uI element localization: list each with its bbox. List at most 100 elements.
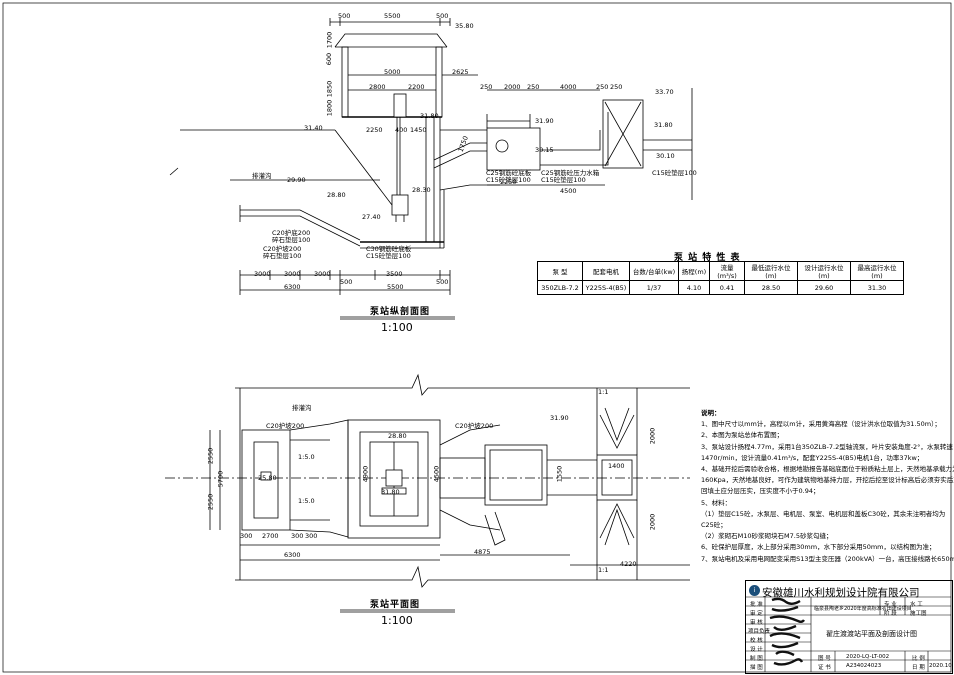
design-notes: 说明： 1、图中尺寸以mm计，高程以m计，采用黄海高程（设计洪水位取值为31.5…	[701, 408, 954, 565]
house-dim-8: 4000	[560, 83, 577, 91]
plan-dim-bottom-5: 6300	[284, 551, 301, 559]
char-header: 泵 型	[537, 261, 583, 281]
note-line: 5、材料：	[701, 498, 732, 507]
plan-dim-mid-3: 1400	[608, 462, 625, 470]
char-header: 配套电机	[582, 261, 630, 281]
elev-6: 31.90	[535, 117, 554, 125]
label-c15-4: C15砼垫层100	[652, 169, 697, 177]
house-dim-10: 250	[610, 83, 623, 91]
drawing-no-label: 图 号	[818, 656, 831, 662]
elev-1: 31.40	[304, 124, 323, 132]
plan-elev-3: 28.80	[388, 432, 407, 440]
field-stage-value: 施工图	[910, 611, 927, 617]
plan-dim-left-2: 2550	[206, 493, 215, 511]
left-dim-2: 600	[325, 52, 334, 66]
house-dim-9: 250	[596, 83, 609, 91]
mid-dim-1: 2250	[366, 126, 383, 134]
label-c15-1: C15砼垫层100	[366, 252, 411, 260]
date-label: 日 期	[912, 665, 925, 671]
house-dim-3: 2800	[369, 83, 386, 91]
elev-5: 31.80	[420, 112, 439, 120]
section-title: 泵站纵剖面图	[370, 307, 431, 317]
label-gravel-1: 碎石垫层100	[272, 236, 311, 244]
house-dim-6: 2000	[504, 83, 521, 91]
mid-dim-4: 2250	[500, 178, 517, 186]
drawing-no: 2020-LQ-LT-002	[846, 654, 890, 660]
house-dim-5: 250	[480, 83, 493, 91]
plan-title: 泵站平面图	[370, 600, 421, 610]
house-dim-2: 2625	[452, 68, 469, 76]
label-c15-2: C15砼垫层100	[541, 176, 586, 184]
note-line: 6、砼保护层厚度，水上部分采用30mm，水下部分采用50mm，以结构图为准；	[701, 543, 936, 552]
house-dim-1: 5000	[384, 68, 401, 76]
role-examine: 审 定	[750, 611, 763, 617]
plan-dim-left-3: 5700	[216, 470, 225, 488]
char-cell: Y225S-4(B5)	[582, 280, 630, 295]
elev-11: 28.30	[412, 186, 431, 194]
char-table: 泵 型 配套电机 台数/台单(kw) 扬程(m) 流量(m³/s) 最低运行水位…	[537, 261, 904, 295]
role-design: 设 计	[750, 647, 763, 653]
char-cell: 28.50	[744, 280, 798, 295]
elev-top: 35.80	[455, 22, 474, 30]
bottom-dim-7: 6300	[284, 283, 301, 291]
role-approve: 批 准	[750, 602, 763, 608]
title-block: i 安徽雄川水利规划设计院有限公司 批 准 审 定 审 核 项目负责 校 核 设…	[745, 580, 953, 674]
cert-label: 证 书	[818, 665, 831, 671]
char-header: 最低运行水位(m)	[744, 261, 798, 281]
field-discipline-value: 水 工	[910, 602, 923, 608]
char-cell: 0.41	[709, 280, 745, 295]
signature-strokes	[769, 597, 805, 666]
project-name: 临泉县陶老乡2020年度高标准农田建设项目	[814, 606, 912, 612]
note-line: 4、基础开挖后需验收合格，根据地勘报告基础底面位于粉质粘土层上，天然地基承载力为	[701, 465, 954, 474]
note-line: 160Kpa，天然地基良好，可作为建筑物地基持力层，开挖后挖至设计标高后必须夯实…	[701, 476, 954, 485]
company-logo-icon: i	[749, 585, 760, 596]
left-dim-4: 1800	[325, 99, 334, 117]
char-header: 台数/台单(kw)	[629, 261, 679, 281]
plan-dim-mid-2: 4500	[432, 465, 441, 483]
plan-dim-bottom-6: 4875	[474, 548, 491, 556]
char-cell: 31.30	[850, 280, 904, 295]
plan-label-ditch: 排灌沟	[292, 404, 312, 412]
plan-slope-3: 1:1	[598, 388, 609, 396]
cert-no: A234024023	[846, 663, 882, 669]
note-line: 1、图中尺寸以mm计，高程以m计，采用黄海高程（设计洪水位取值为31.50m）；	[701, 420, 941, 429]
mid-dim-5: 4500	[560, 187, 577, 195]
table-row: 泵 型 配套电机 台数/台单(kw) 扬程(m) 流量(m³/s) 最低运行水位…	[537, 261, 904, 281]
drawing-title: 翟庄渡渡站平面及剖面设计图	[826, 630, 917, 638]
plan-dim-bottom-7: 4220	[620, 560, 637, 568]
label-c20-slope: C20护坡200	[263, 245, 302, 253]
date-value: 2020.10	[929, 663, 952, 669]
elev-10: 31.80	[654, 121, 673, 129]
elev-2: 29.90	[287, 176, 306, 184]
role-check: 校 核	[750, 638, 763, 644]
section-drawing	[169, 18, 693, 320]
role-trace: 描 图	[750, 665, 763, 671]
field-discipline: 专 业	[884, 602, 897, 608]
elev-4: 27.40	[362, 213, 381, 221]
notes-heading: 说明：	[701, 409, 721, 417]
char-cell: 1/37	[629, 280, 679, 295]
plan-slope-1: 1:5.0	[298, 453, 315, 461]
left-dim-1: 1700	[325, 31, 334, 49]
char-cell: 4.10	[678, 280, 710, 295]
label-c25-tank: C25钢筋砼压力水箱	[541, 169, 600, 177]
plan-elev-4: 25.80	[258, 474, 277, 482]
bottom-dim-3: 3000	[314, 270, 331, 278]
plan-elev-2: 31.90	[550, 414, 569, 422]
table-row: 350ZLB-7.2 Y225S-4(B5) 1/37 4.10 0.41 28…	[537, 280, 904, 295]
char-header: 最高运行水位(m)	[850, 261, 904, 281]
char-header: 流量(m³/s)	[709, 261, 745, 281]
elev-7: 30.15	[535, 146, 554, 154]
note-line: （1）垫层C15砼，水泵层、电机层、泵室、电机层和盖板C30砼，其余未注明者均为	[701, 509, 946, 518]
label-gravel-2: 碎石垫层100	[263, 252, 302, 260]
plan-elev-1: 31.80	[381, 488, 400, 496]
plan-dim-bottom-3: 300	[291, 532, 304, 540]
role-project-lead: 项目负责	[748, 629, 771, 635]
plan-label-c20-1: C20护坡200	[266, 422, 305, 430]
char-table-title: 泵 站 特 性 表	[674, 253, 741, 263]
section-scale: 1:100	[381, 321, 413, 334]
elev-8: 30.10	[656, 152, 675, 160]
plan-drawing	[165, 373, 690, 613]
bottom-dim-5: 3500	[386, 270, 403, 278]
bottom-dim-8: 5500	[387, 283, 404, 291]
